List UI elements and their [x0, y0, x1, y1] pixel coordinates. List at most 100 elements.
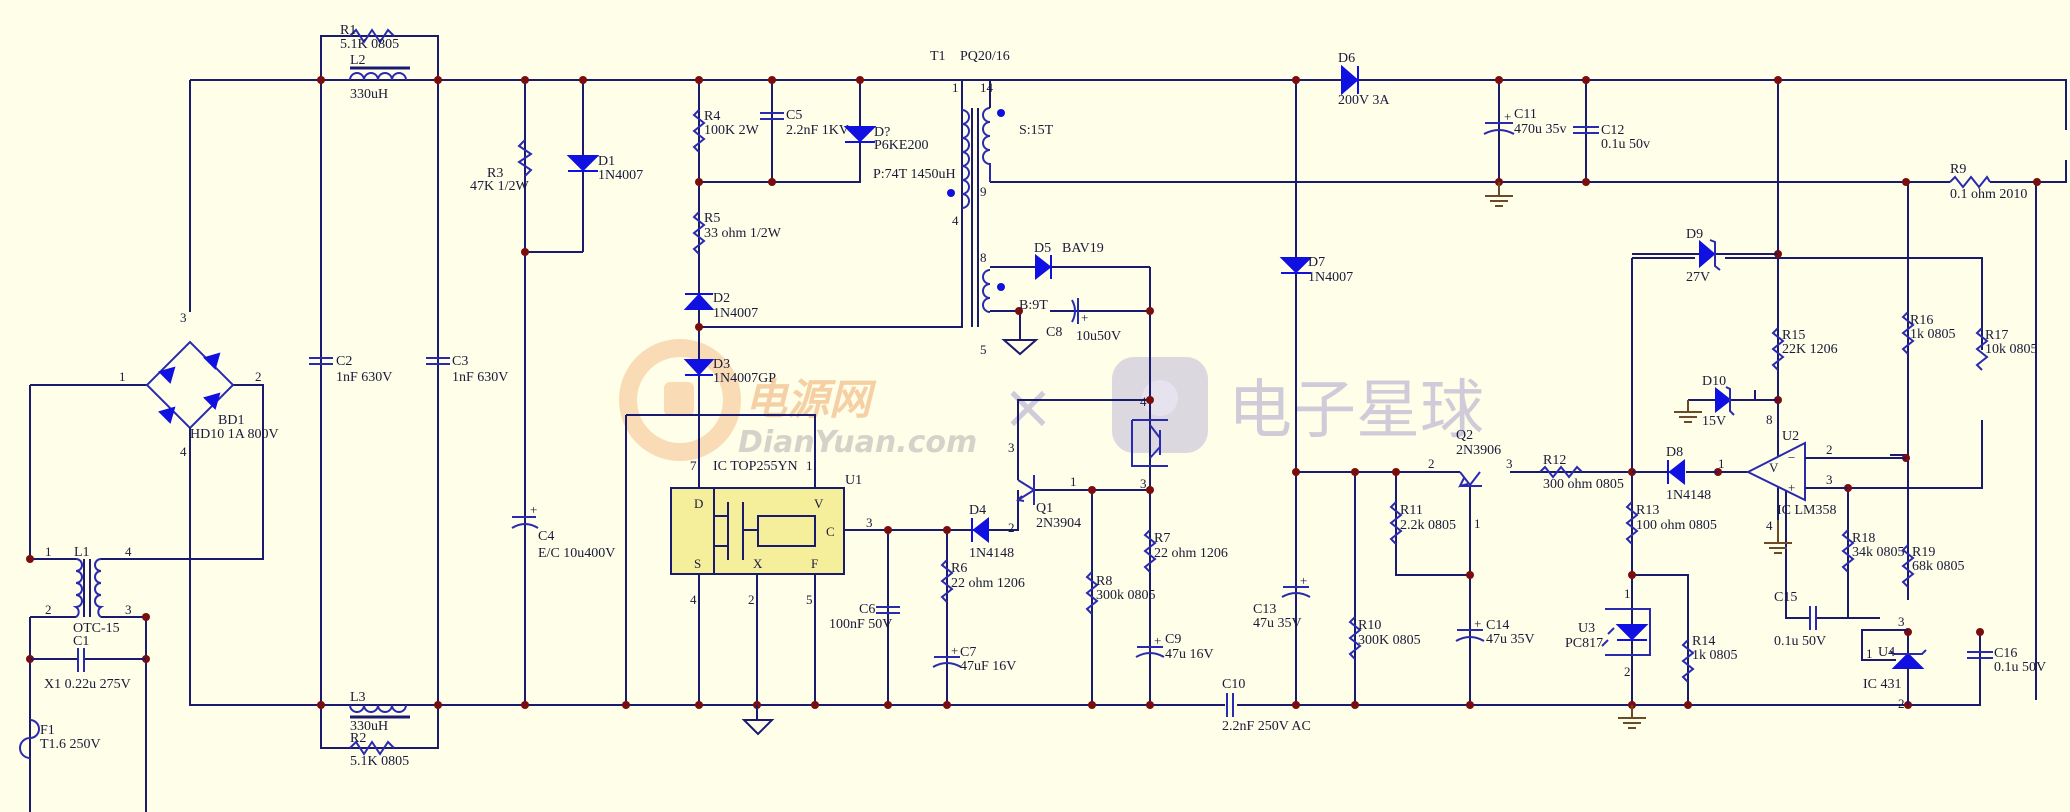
- watermark-dianzixingqiu: 电子星球: [1112, 357, 1484, 453]
- capacitor-c10[interactable]: C10 2.2nF 250V AC: [1222, 677, 1311, 734]
- d4-ref: D4: [969, 503, 986, 518]
- resistor-r9[interactable]: R9 0.1 ohm 2010: [1940, 162, 2027, 202]
- d8-ref: D8: [1666, 445, 1683, 460]
- u4-ref: U4: [1878, 645, 1895, 660]
- resistor-r3[interactable]: R3 47K 1/2W: [470, 139, 533, 194]
- r10-value: 300K 0805: [1358, 633, 1421, 648]
- u2-pin-8: 8: [1766, 412, 1773, 427]
- c9-ref: C9: [1165, 632, 1181, 647]
- watermark-en: DianYuan.com: [738, 425, 977, 460]
- transistor-q2[interactable]: 2 3 1 Q2 2N3906: [1428, 428, 1513, 531]
- inductor-l2[interactable]: L2 330uH: [349, 53, 410, 102]
- d7-ref: D7: [1308, 255, 1325, 270]
- c14-plus: +: [1474, 616, 1481, 631]
- diode-d1[interactable]: D1 1N4007: [566, 154, 643, 183]
- t1-bias: B:9T: [1019, 298, 1048, 313]
- capacitor-c12[interactable]: C12 0.1u 50v: [1573, 123, 1650, 152]
- capacitor-c15[interactable]: C15 0.1u 50V: [1774, 590, 1848, 649]
- ic-u1-top255yn[interactable]: D V C S X F 7 1 3 4 2 5 IC TOP255YN U1: [670, 458, 873, 607]
- transistor-switch[interactable]: 4 3: [1131, 394, 1168, 491]
- capacitor-c4[interactable]: + C4 E/C 10u400V: [511, 502, 615, 561]
- d2-ref: D2: [713, 291, 730, 306]
- resistor-r15[interactable]: R15 22K 1206: [1771, 327, 1838, 371]
- resistor-r12[interactable]: R12 300 ohm 0805: [1510, 453, 1628, 492]
- capacitor-c1[interactable]: C1 X1 0.22u 275V: [30, 634, 146, 692]
- diode-d5[interactable]: D5 BAV19: [990, 241, 1104, 281]
- resistor-r13[interactable]: R13 100 ohm 0805: [1625, 501, 1717, 545]
- u1-pin-name-s: S: [694, 556, 701, 571]
- bridge-rectifier-bd1[interactable]: 3 1 2 4 BD1 HD10 1A 800V: [119, 310, 279, 460]
- resistor-r2[interactable]: R2 5.1K 0805: [349, 731, 409, 769]
- q2-pin-1: 1: [1474, 516, 1481, 531]
- c3-value: 1nF 630V: [452, 370, 508, 385]
- d6-ref: D6: [1338, 51, 1355, 66]
- diode-d2[interactable]: D2 1N4007: [683, 291, 758, 321]
- diode-d4[interactable]: D4 1N4148: [969, 503, 1014, 561]
- u1-pin-4: 4: [690, 592, 697, 607]
- c2-value: 1nF 630V: [336, 370, 392, 385]
- capacitor-c16[interactable]: C16 0.1u 50V: [1967, 646, 2046, 675]
- resistor-r6[interactable]: R6 22 ohm 1206: [940, 559, 1025, 603]
- resistor-r17[interactable]: R17 10k 0805: [1975, 327, 2038, 371]
- r5-value: 33 ohm 1/2W: [704, 226, 782, 241]
- diode-d8[interactable]: D8 1N4148: [1632, 445, 1718, 503]
- r2-value: 5.1K 0805: [350, 754, 409, 769]
- opamp-u2-lm358[interactable]: − + V 8 4 1 2 3 U2 IC LM358: [1718, 412, 1906, 533]
- resistor-r8[interactable]: R8 300k 0805: [1085, 571, 1156, 615]
- resistor-r18[interactable]: R18 34k 0805: [1841, 529, 1905, 573]
- resistor-r10[interactable]: R10 300K 0805: [1348, 616, 1421, 660]
- inductor-l3[interactable]: L3 330uH: [349, 690, 410, 734]
- t1-pin-1: 1: [952, 80, 959, 95]
- resistor-r5[interactable]: R5 33 ohm 1/2W: [692, 211, 782, 255]
- r2-ref: R2: [350, 731, 366, 746]
- resistor-r14[interactable]: R14 1k 0805: [1681, 634, 1738, 683]
- r6-ref: R6: [951, 561, 967, 576]
- q1-ref: Q1: [1036, 501, 1053, 516]
- r14-ref: R14: [1692, 634, 1715, 649]
- shunt-regulator-u4[interactable]: 1 2 3 U4 IC 431: [1861, 614, 1927, 711]
- capacitor-c8[interactable]: + C8 10u50V: [1046, 298, 1121, 344]
- u1-value: IC TOP255YN: [713, 459, 798, 474]
- capacitor-c9[interactable]: + C9 47u 16V: [1135, 632, 1214, 662]
- c10-value: 2.2nF 250V AC: [1222, 719, 1311, 734]
- resistor-r16[interactable]: R16 1k 0805: [1901, 311, 1956, 355]
- capacitor-c6[interactable]: C6 100nF 50V: [829, 602, 900, 632]
- diode-d7[interactable]: D7 1N4007: [1279, 255, 1353, 285]
- capacitor-c14[interactable]: + C14 47u 35V: [1455, 616, 1535, 647]
- transformer-t1[interactable]: T1 PQ20/16 P:74T 1450uH S:15T B:9T 1 4 1…: [873, 49, 1054, 357]
- d8-value: 1N4148: [1666, 488, 1711, 503]
- u2-pin-1: 1: [1718, 456, 1725, 471]
- r13-value: 100 ohm 0805: [1636, 518, 1717, 533]
- capacitor-c11[interactable]: + C11 470u 35v: [1483, 107, 1567, 137]
- optocoupler-u3[interactable]: 1 2 U3 PC817: [1565, 586, 1651, 679]
- resistor-r19[interactable]: R19 68k 0805: [1901, 544, 1965, 588]
- diode-d3[interactable]: D3 1N4007GP: [683, 357, 776, 386]
- transistor-q1[interactable]: 3 1 2 Q1 2N3904: [1008, 440, 1081, 535]
- capacitor-c5[interactable]: C5 2.2nF 1KV: [760, 108, 849, 138]
- c12-ref: C12: [1601, 123, 1624, 138]
- l2-ref: L2: [350, 53, 366, 68]
- ground-icon-output: [1485, 182, 1513, 207]
- zener-diode-d9[interactable]: D9 27V: [1632, 227, 1778, 285]
- u4-value: IC 431: [1863, 677, 1902, 692]
- resistor-r11[interactable]: R11 2.2k 0805: [1389, 501, 1456, 545]
- capacitor-c2[interactable]: C2 1nF 630V: [309, 354, 392, 385]
- resistor-r1[interactable]: R1 5.1K 0805: [340, 23, 399, 52]
- zener-diode-d10[interactable]: D10 15V: [1674, 374, 1778, 429]
- c16-value: 0.1u 50V: [1994, 660, 2046, 675]
- choke-l1[interactable]: L1 1 4 2 3 OTC-15: [45, 544, 132, 636]
- l1-pin-2: 2: [45, 602, 52, 617]
- t1-pin-5: 5: [980, 342, 987, 357]
- c6-value: 100nF 50V: [829, 617, 892, 632]
- resistor-r4[interactable]: R4 100K 2W: [692, 109, 760, 153]
- capacitor-c3[interactable]: C3 1nF 630V: [426, 354, 508, 385]
- t1-ref: T1: [930, 49, 946, 64]
- diode-d6[interactable]: D6 200V 3A: [1318, 51, 1390, 108]
- tvs-diode-p6ke200[interactable]: D? P6KE200: [843, 125, 928, 153]
- capacitor-c13[interactable]: + C13 47u 35V: [1253, 573, 1311, 631]
- capacitor-c7[interactable]: + C7 47uF 16V: [932, 643, 1016, 674]
- resistor-r7[interactable]: R7 22 ohm 1206: [1143, 529, 1228, 573]
- u1-pin-2: 2: [748, 592, 755, 607]
- fuse-f1[interactable]: F1 T1.6 250V: [19, 719, 101, 759]
